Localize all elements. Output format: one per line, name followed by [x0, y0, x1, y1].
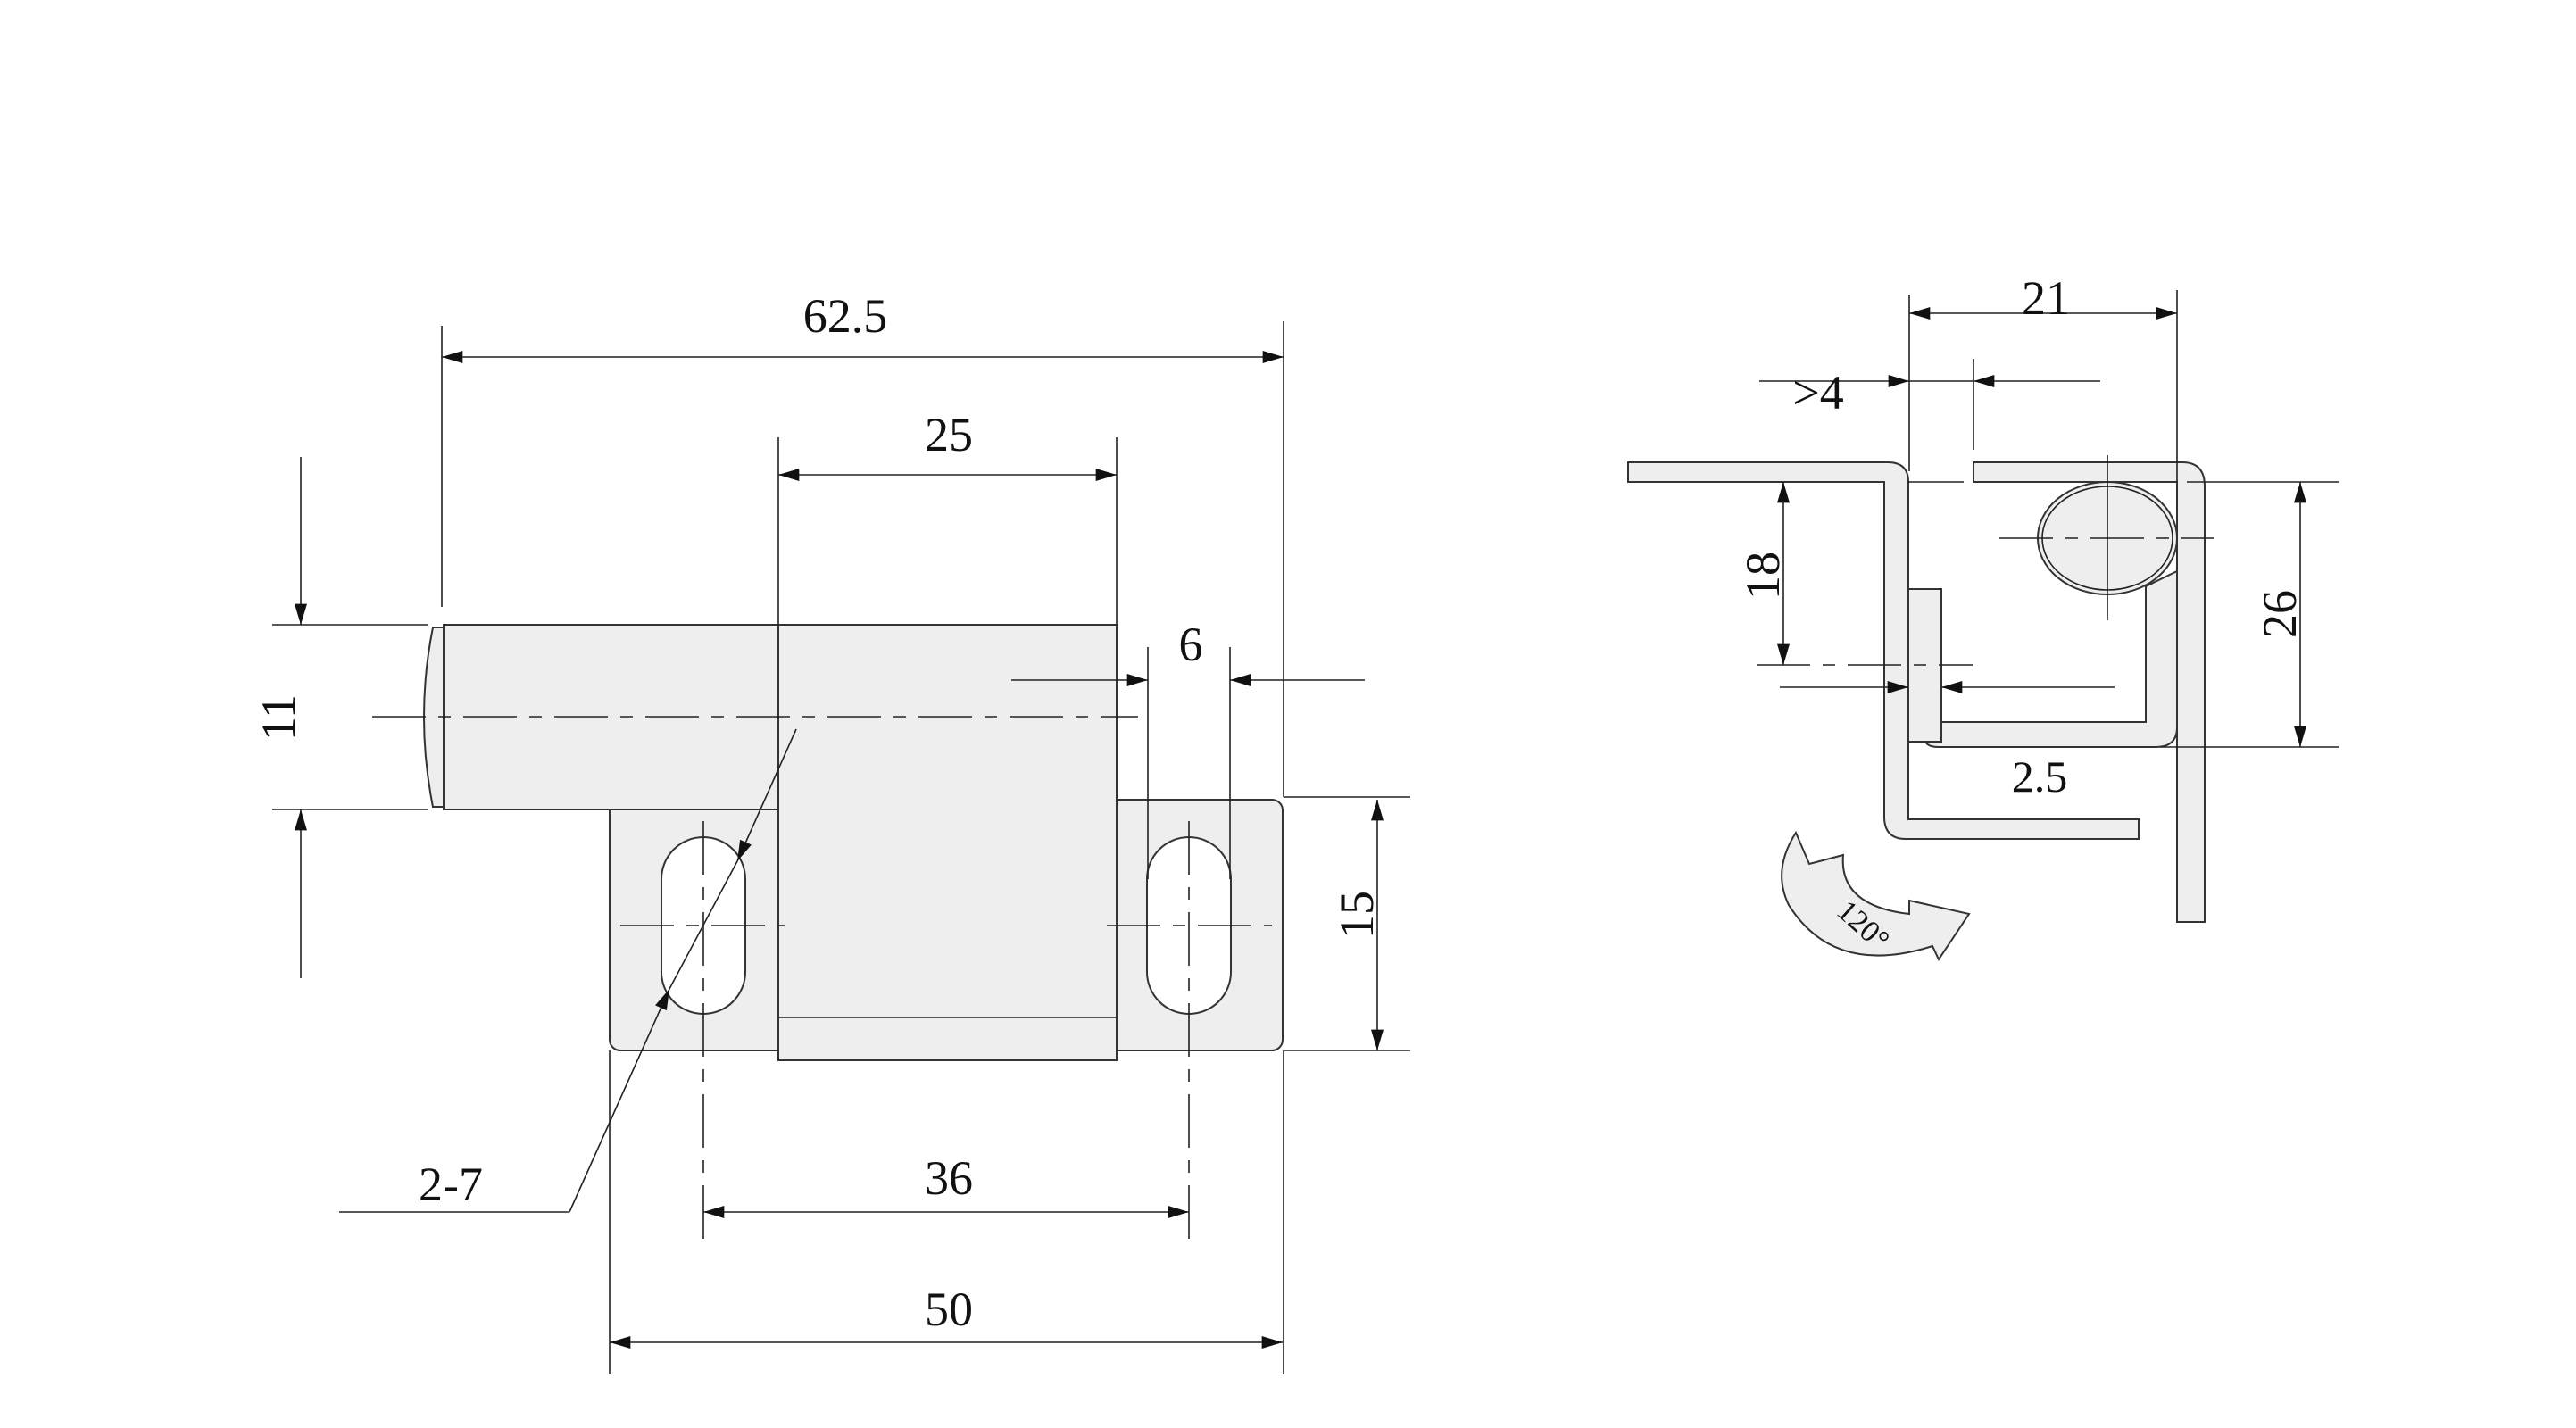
left-bracket [1627, 461, 2140, 840]
leader-line [736, 728, 797, 862]
dim-pin-diameter: 11 [252, 694, 305, 741]
dim-plate-length: 50 [925, 1283, 973, 1336]
dim-depth: 21 [2022, 271, 2070, 325]
front-view: 62.5 25 6 11 15 36 50 2-7 [252, 289, 1410, 1374]
dim-holes-callout: 2-7 [419, 1158, 483, 1211]
leader-line [569, 988, 670, 1213]
dim-gap: >4 [1792, 366, 1843, 419]
dim-plate-height: 15 [1330, 891, 1384, 939]
pin-dome-tip [423, 627, 445, 808]
dim-overall-length: 62.5 [803, 289, 888, 343]
dim-height-b: 26 [2253, 590, 2306, 638]
right-bracket [1973, 461, 2206, 923]
dim-body-width: 25 [925, 408, 973, 461]
hinge-body [777, 624, 1118, 1061]
spring-arm [1924, 569, 2178, 748]
side-view: 21 >4 18 2.5 26 120° [1627, 271, 2339, 962]
rotation-arrow-icon [1781, 830, 1971, 962]
dim-thickness: 2.5 [2012, 751, 2068, 801]
dim-slot-width: 6 [1179, 618, 1203, 671]
leader-line [669, 860, 738, 990]
dim-height-a: 18 [1736, 552, 1790, 600]
dim-hole-spacing: 36 [925, 1151, 973, 1205]
